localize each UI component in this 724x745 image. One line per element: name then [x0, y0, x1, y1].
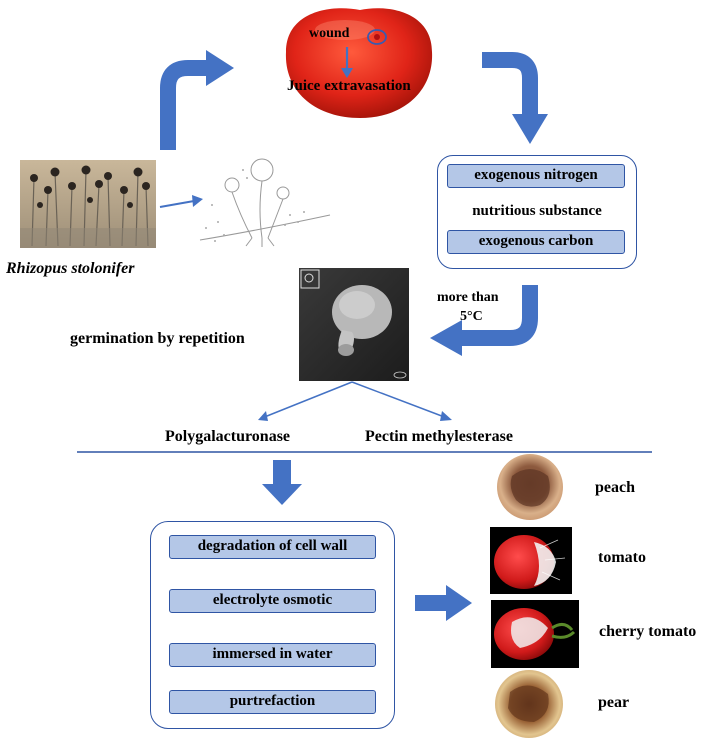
cherry-tomato-image	[491, 600, 579, 668]
process-step-3: immersed in water	[169, 643, 376, 667]
process-step-1: degradation of cell wall	[169, 535, 376, 559]
fruit-label-pear: pear	[598, 694, 630, 711]
arrow-nutrients-to-germination	[430, 285, 538, 356]
arrow-to-polygalacturonase	[258, 381, 353, 421]
pectin-methylesterase-label: Pectin methylesterase	[365, 428, 513, 445]
organism-name: Rhizopus stolonifer	[6, 260, 135, 277]
process-step-4: purtrefaction	[169, 690, 376, 714]
polygalacturonase-label: Polygalacturonase	[165, 428, 291, 445]
exogenous-nitrogen-pill: exogenous nitrogen	[447, 164, 625, 188]
tomato-top-image	[285, 8, 433, 118]
exogenous-carbon-pill: exogenous carbon	[447, 230, 625, 254]
fruit-label-cherry-tomato: cherry tomato	[599, 623, 697, 640]
rhizopus-sketch	[199, 158, 331, 247]
arrow-process-to-fruits	[415, 585, 472, 621]
arrow-to-pectin-methylesterase	[351, 381, 452, 421]
fruit-label-tomato: tomato	[598, 549, 646, 566]
rhizopus-photo	[20, 160, 156, 248]
arrow-tomato-to-nutrients	[482, 52, 548, 144]
arrow-mold-to-tomato	[160, 50, 234, 150]
fruit-label-peach: peach	[595, 479, 635, 496]
temperature-line2: 5°C	[460, 309, 483, 324]
nutritious-substance-label: nutritious substance	[472, 203, 602, 219]
sem-spore-image	[299, 268, 409, 381]
process-box: degradation of cell wall electrolyte osm…	[150, 521, 395, 729]
arrow-enzymes-to-process	[262, 460, 302, 505]
arrow-photo-to-sketch	[159, 195, 203, 208]
peach-image	[497, 454, 563, 520]
temperature-line1: more than	[437, 290, 499, 305]
tomato-image	[490, 527, 572, 594]
wound-label: wound	[309, 26, 350, 41]
pear-image	[495, 670, 563, 738]
juice-extravasation-label: Juice extravasation	[287, 78, 411, 94]
process-step-2: electrolyte osmotic	[169, 589, 376, 613]
nutrient-box: exogenous nitrogen nutritious substance …	[437, 155, 637, 269]
germination-label: germination by repetition	[70, 330, 245, 347]
